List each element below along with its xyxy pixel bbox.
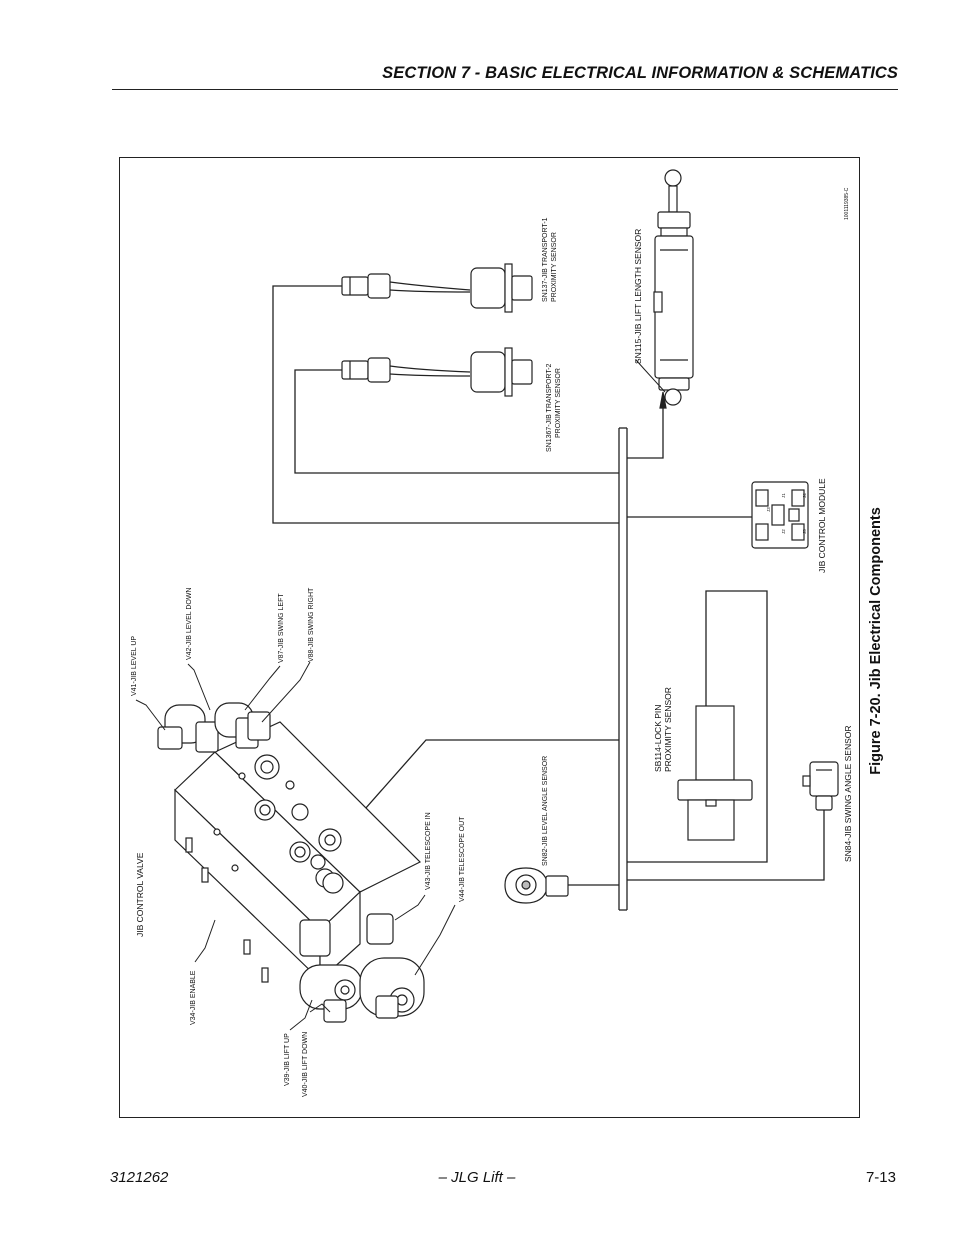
sn84-swing-sensor	[802, 761, 839, 811]
v44-label: V44-JIB TELESCOPE OUT	[459, 816, 466, 902]
sn115-label: SN115-JIB LIFT LENGTH SENSOR	[633, 229, 643, 364]
sn115-lift-cylinder	[653, 169, 694, 409]
v42-leader	[187, 663, 211, 711]
sn137-label-line2: PROXIMITY SENSOR	[551, 232, 558, 302]
figure-caption: Figure 7-20. Jib Electrical Components	[868, 507, 884, 775]
wiring-harness	[272, 285, 825, 911]
sn84-lead	[627, 810, 825, 881]
figure-frame	[119, 157, 860, 1118]
module-j2-label: J2	[781, 529, 786, 534]
v88-leader	[261, 661, 311, 723]
v40-leader	[309, 1003, 331, 1013]
sn84-label: SN84-JIB SWING ANGLE SENSOR	[843, 725, 853, 862]
sn1367-label-line1: SN1367-JIB TRANSPORT-2	[546, 363, 553, 452]
sn1367-lead	[294, 369, 619, 474]
sb114-label-line2: PROXIMITY SENSOR	[663, 687, 673, 772]
page-number: 7-13	[865, 1169, 896, 1186]
module-j1-label: J1	[781, 493, 786, 498]
jib-control-module: J1 J2 J3 J4 J5	[751, 481, 809, 549]
v41-label: V41-JIB LEVEL UP	[131, 636, 138, 696]
sn137-lead	[272, 285, 619, 524]
v87-leader	[244, 665, 281, 711]
sb114-lead	[627, 590, 768, 863]
jib-control-module-label: JIB CONTROL MODULE	[817, 478, 827, 573]
footer-center: – JLG Lift –	[438, 1169, 516, 1186]
v39-leader	[289, 999, 313, 1031]
module-j3-label: J3	[766, 507, 771, 512]
diagram-labels: JIB CONTROL VALVE V41-JIB LEVEL UP V42-J…	[131, 187, 853, 1097]
sn115-lead	[627, 405, 664, 459]
leader-lines	[135, 359, 666, 1031]
v42-label: V42-JIB LEVEL DOWN	[186, 588, 193, 661]
jib-control-valve-label: JIB CONTROL VALVE	[135, 852, 145, 937]
v39-label: V39-JIB LIFT UP	[284, 1033, 291, 1086]
v40-label: V40-JIB LIFT DOWN	[302, 1032, 309, 1097]
jib-control-valve	[157, 702, 425, 1023]
sb114-label-line1: SB114-LOCK PIN	[653, 705, 663, 772]
v87-label: V87-JIB SWING LEFT	[278, 593, 285, 663]
sn82-label: SN82-JIB LEVEL ANGLE SENSOR	[542, 756, 549, 866]
section-title: SECTION 7 - BASIC ELECTRICAL INFORMATION…	[382, 64, 898, 82]
sn1367-sensor	[341, 347, 533, 397]
sn115-leader	[635, 359, 666, 393]
v34-leader	[194, 919, 216, 963]
sb114-lockpin-sensor	[677, 705, 753, 841]
v34-label: V34-JIB ENABLE	[190, 970, 197, 1025]
v43-label: V43-JIB TELESCOPE IN	[425, 812, 432, 890]
valve-lead	[349, 739, 619, 827]
module-j4-label: J4	[802, 493, 807, 498]
module-j5-label: J5	[802, 529, 807, 534]
sn137-sensor	[341, 263, 533, 313]
v43-leader	[394, 894, 426, 921]
v44-leader	[414, 904, 456, 976]
sn82-level-sensor	[504, 867, 569, 904]
sn137-label-line1: SN137-JIB TRANSPORT-1	[542, 217, 549, 302]
v41-leader	[135, 699, 166, 731]
drawing-number: 1001119385-C	[844, 187, 850, 220]
header-rule	[112, 89, 898, 90]
doc-number: 3121262	[110, 1169, 169, 1186]
v88-label: V88-JIB SWING RIGHT	[308, 587, 315, 662]
sn1367-label-line2: PROXIMITY SENSOR	[555, 368, 562, 438]
